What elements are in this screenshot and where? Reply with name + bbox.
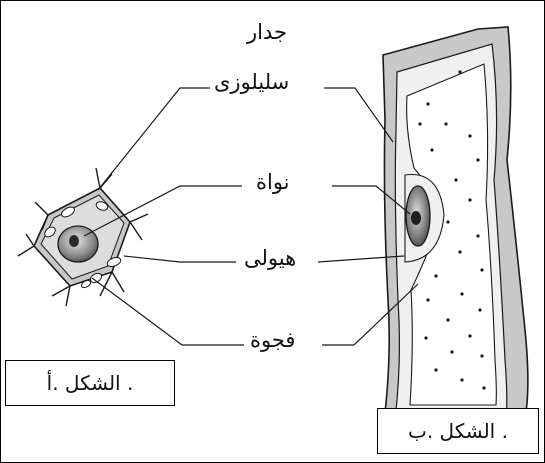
leader-wall-right [324, 88, 393, 142]
figure-a-caption: الشكل .أ . [5, 360, 175, 406]
leader-lines [84, 88, 418, 345]
cell-a [18, 168, 148, 306]
leader-cytoplasm-left [124, 256, 236, 262]
cell-a-nucleolus [69, 235, 79, 247]
label-vacuole: فجوة [250, 330, 295, 351]
leader-vacuole-left [92, 278, 244, 345]
label-wall-line1: جدار [247, 22, 287, 43]
cell-b [383, 27, 528, 430]
leader-wall-left [98, 88, 210, 190]
label-nucleus: نواة [256, 172, 290, 193]
figure-b-caption: الشكل .ب . [377, 408, 539, 454]
label-wall-line2: سليلوزى [214, 72, 289, 93]
cell-b-nucleolus [411, 211, 421, 225]
label-cytoplasm: هيولى [244, 248, 296, 269]
